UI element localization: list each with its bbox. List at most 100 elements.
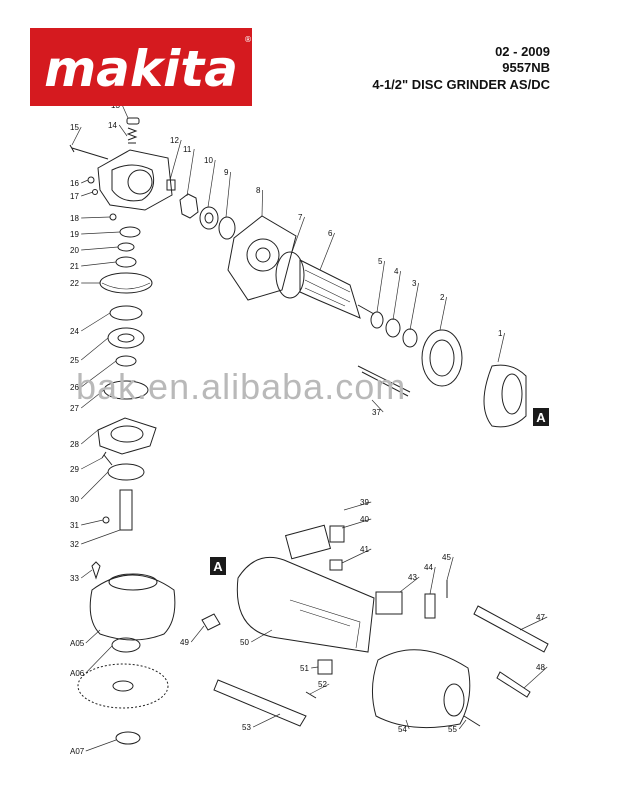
leader-line-3 bbox=[409, 282, 419, 331]
part-27 bbox=[103, 380, 149, 400]
part-label-24: 24 bbox=[70, 327, 79, 336]
part-53 bbox=[213, 679, 307, 727]
part-label-a05: A05 bbox=[70, 639, 85, 648]
part-43 bbox=[375, 591, 403, 615]
part-label-11: 11 bbox=[183, 145, 192, 154]
part-5 bbox=[370, 311, 384, 329]
leader-line-16 bbox=[81, 179, 89, 184]
part-13 bbox=[126, 117, 140, 125]
part-32 bbox=[119, 489, 133, 531]
leader-line-a06 bbox=[85, 645, 113, 674]
part-label-44: 44 bbox=[424, 563, 433, 572]
part-label-21: 21 bbox=[70, 262, 79, 271]
part-label-54: 54 bbox=[398, 725, 407, 734]
part-4 bbox=[385, 318, 401, 338]
leader-line-13 bbox=[121, 104, 129, 119]
leader-line-43 bbox=[399, 576, 420, 593]
leader-line-21 bbox=[81, 261, 117, 267]
leader-line-15 bbox=[71, 126, 82, 146]
leader-line-50 bbox=[251, 629, 273, 643]
part-label-51: 51 bbox=[300, 664, 309, 673]
part-label-49: 49 bbox=[180, 638, 189, 647]
part-A06 bbox=[111, 637, 141, 653]
part-19 bbox=[119, 226, 141, 238]
part-label-7: 7 bbox=[298, 213, 303, 222]
part-16 bbox=[87, 176, 95, 184]
part-30 bbox=[107, 463, 145, 481]
part-label-12: 12 bbox=[170, 136, 179, 145]
makita-logo: makita ® bbox=[30, 28, 252, 106]
part-49 bbox=[201, 613, 221, 631]
part-label-40: 40 bbox=[360, 515, 369, 524]
part-48 bbox=[496, 671, 531, 698]
leader-line-5 bbox=[376, 260, 385, 313]
leader-line-39 bbox=[343, 501, 372, 511]
part-label-16: 16 bbox=[70, 179, 79, 188]
marker-a-right: A bbox=[533, 408, 549, 426]
part-label-plate bbox=[284, 524, 332, 560]
part-A05 bbox=[89, 574, 176, 641]
part-55 bbox=[463, 715, 481, 727]
part-51 bbox=[317, 659, 333, 675]
leader-line-1 bbox=[497, 332, 505, 363]
part-label-1: 1 bbox=[498, 329, 503, 338]
part-25 bbox=[107, 327, 145, 349]
part-label-17: 17 bbox=[70, 192, 79, 201]
leader-line-17 bbox=[81, 191, 94, 197]
part-label-39: 39 bbox=[360, 498, 369, 507]
leader-line-40 bbox=[341, 518, 372, 529]
part-9 bbox=[218, 216, 236, 240]
leader-line-9 bbox=[225, 171, 231, 218]
part-label-32: 32 bbox=[70, 540, 79, 549]
leader-line-10 bbox=[207, 159, 216, 208]
part-label-45: 45 bbox=[442, 553, 451, 562]
leader-line-52 bbox=[309, 683, 330, 695]
part-47 bbox=[473, 605, 549, 653]
part-2 bbox=[421, 329, 463, 387]
part-label-20: 20 bbox=[70, 246, 79, 255]
part-label-25: 25 bbox=[70, 356, 79, 365]
leader-line-30 bbox=[80, 471, 109, 500]
part-21 bbox=[115, 256, 137, 268]
leader-line-27 bbox=[80, 389, 105, 409]
part-label-41: 41 bbox=[360, 545, 369, 554]
part-label-52: 52 bbox=[318, 680, 327, 689]
part-label-22: 22 bbox=[70, 279, 79, 288]
part-label-14: 14 bbox=[108, 121, 117, 130]
part-22 bbox=[99, 272, 153, 294]
leader-line-18 bbox=[81, 216, 111, 219]
part-26 bbox=[115, 355, 137, 367]
leader-line-a07 bbox=[85, 739, 117, 752]
part-A07 bbox=[115, 731, 141, 745]
part-label-28: 28 bbox=[70, 440, 79, 449]
leader-line-25 bbox=[80, 337, 109, 361]
part-37 bbox=[357, 365, 411, 397]
grinding-wheel bbox=[77, 663, 169, 709]
leader-line-37 bbox=[371, 399, 384, 413]
header-description: 4-1/2" DISC GRINDER AS/DC bbox=[372, 77, 550, 92]
part-label-9: 9 bbox=[224, 168, 229, 177]
part-number-labels: 1234567891011121314151617181920212224252… bbox=[70, 101, 545, 756]
leader-line-6 bbox=[319, 232, 335, 271]
part-label-33: 33 bbox=[70, 574, 79, 583]
part-24 bbox=[109, 305, 143, 321]
marker-a-right-text: A bbox=[536, 410, 546, 425]
leader-line-14 bbox=[118, 124, 128, 137]
marker-a-left: A bbox=[210, 557, 226, 575]
part-29 bbox=[101, 451, 113, 466]
part-18 bbox=[109, 213, 117, 221]
part-label-18: 18 bbox=[70, 214, 79, 223]
part-41 bbox=[329, 559, 343, 571]
part-label-4: 4 bbox=[394, 267, 399, 276]
leader-line-33 bbox=[80, 569, 93, 579]
part-20 bbox=[117, 242, 135, 252]
leader-line-4 bbox=[392, 270, 401, 321]
part-52 bbox=[305, 691, 317, 699]
part-15 bbox=[69, 144, 109, 160]
gear-housing bbox=[97, 149, 173, 211]
leader-line-2 bbox=[439, 296, 447, 331]
leader-line-45 bbox=[446, 556, 454, 581]
leader-line-28 bbox=[80, 429, 99, 445]
part-label-29: 29 bbox=[70, 465, 79, 474]
part-label-8: 8 bbox=[256, 186, 261, 195]
